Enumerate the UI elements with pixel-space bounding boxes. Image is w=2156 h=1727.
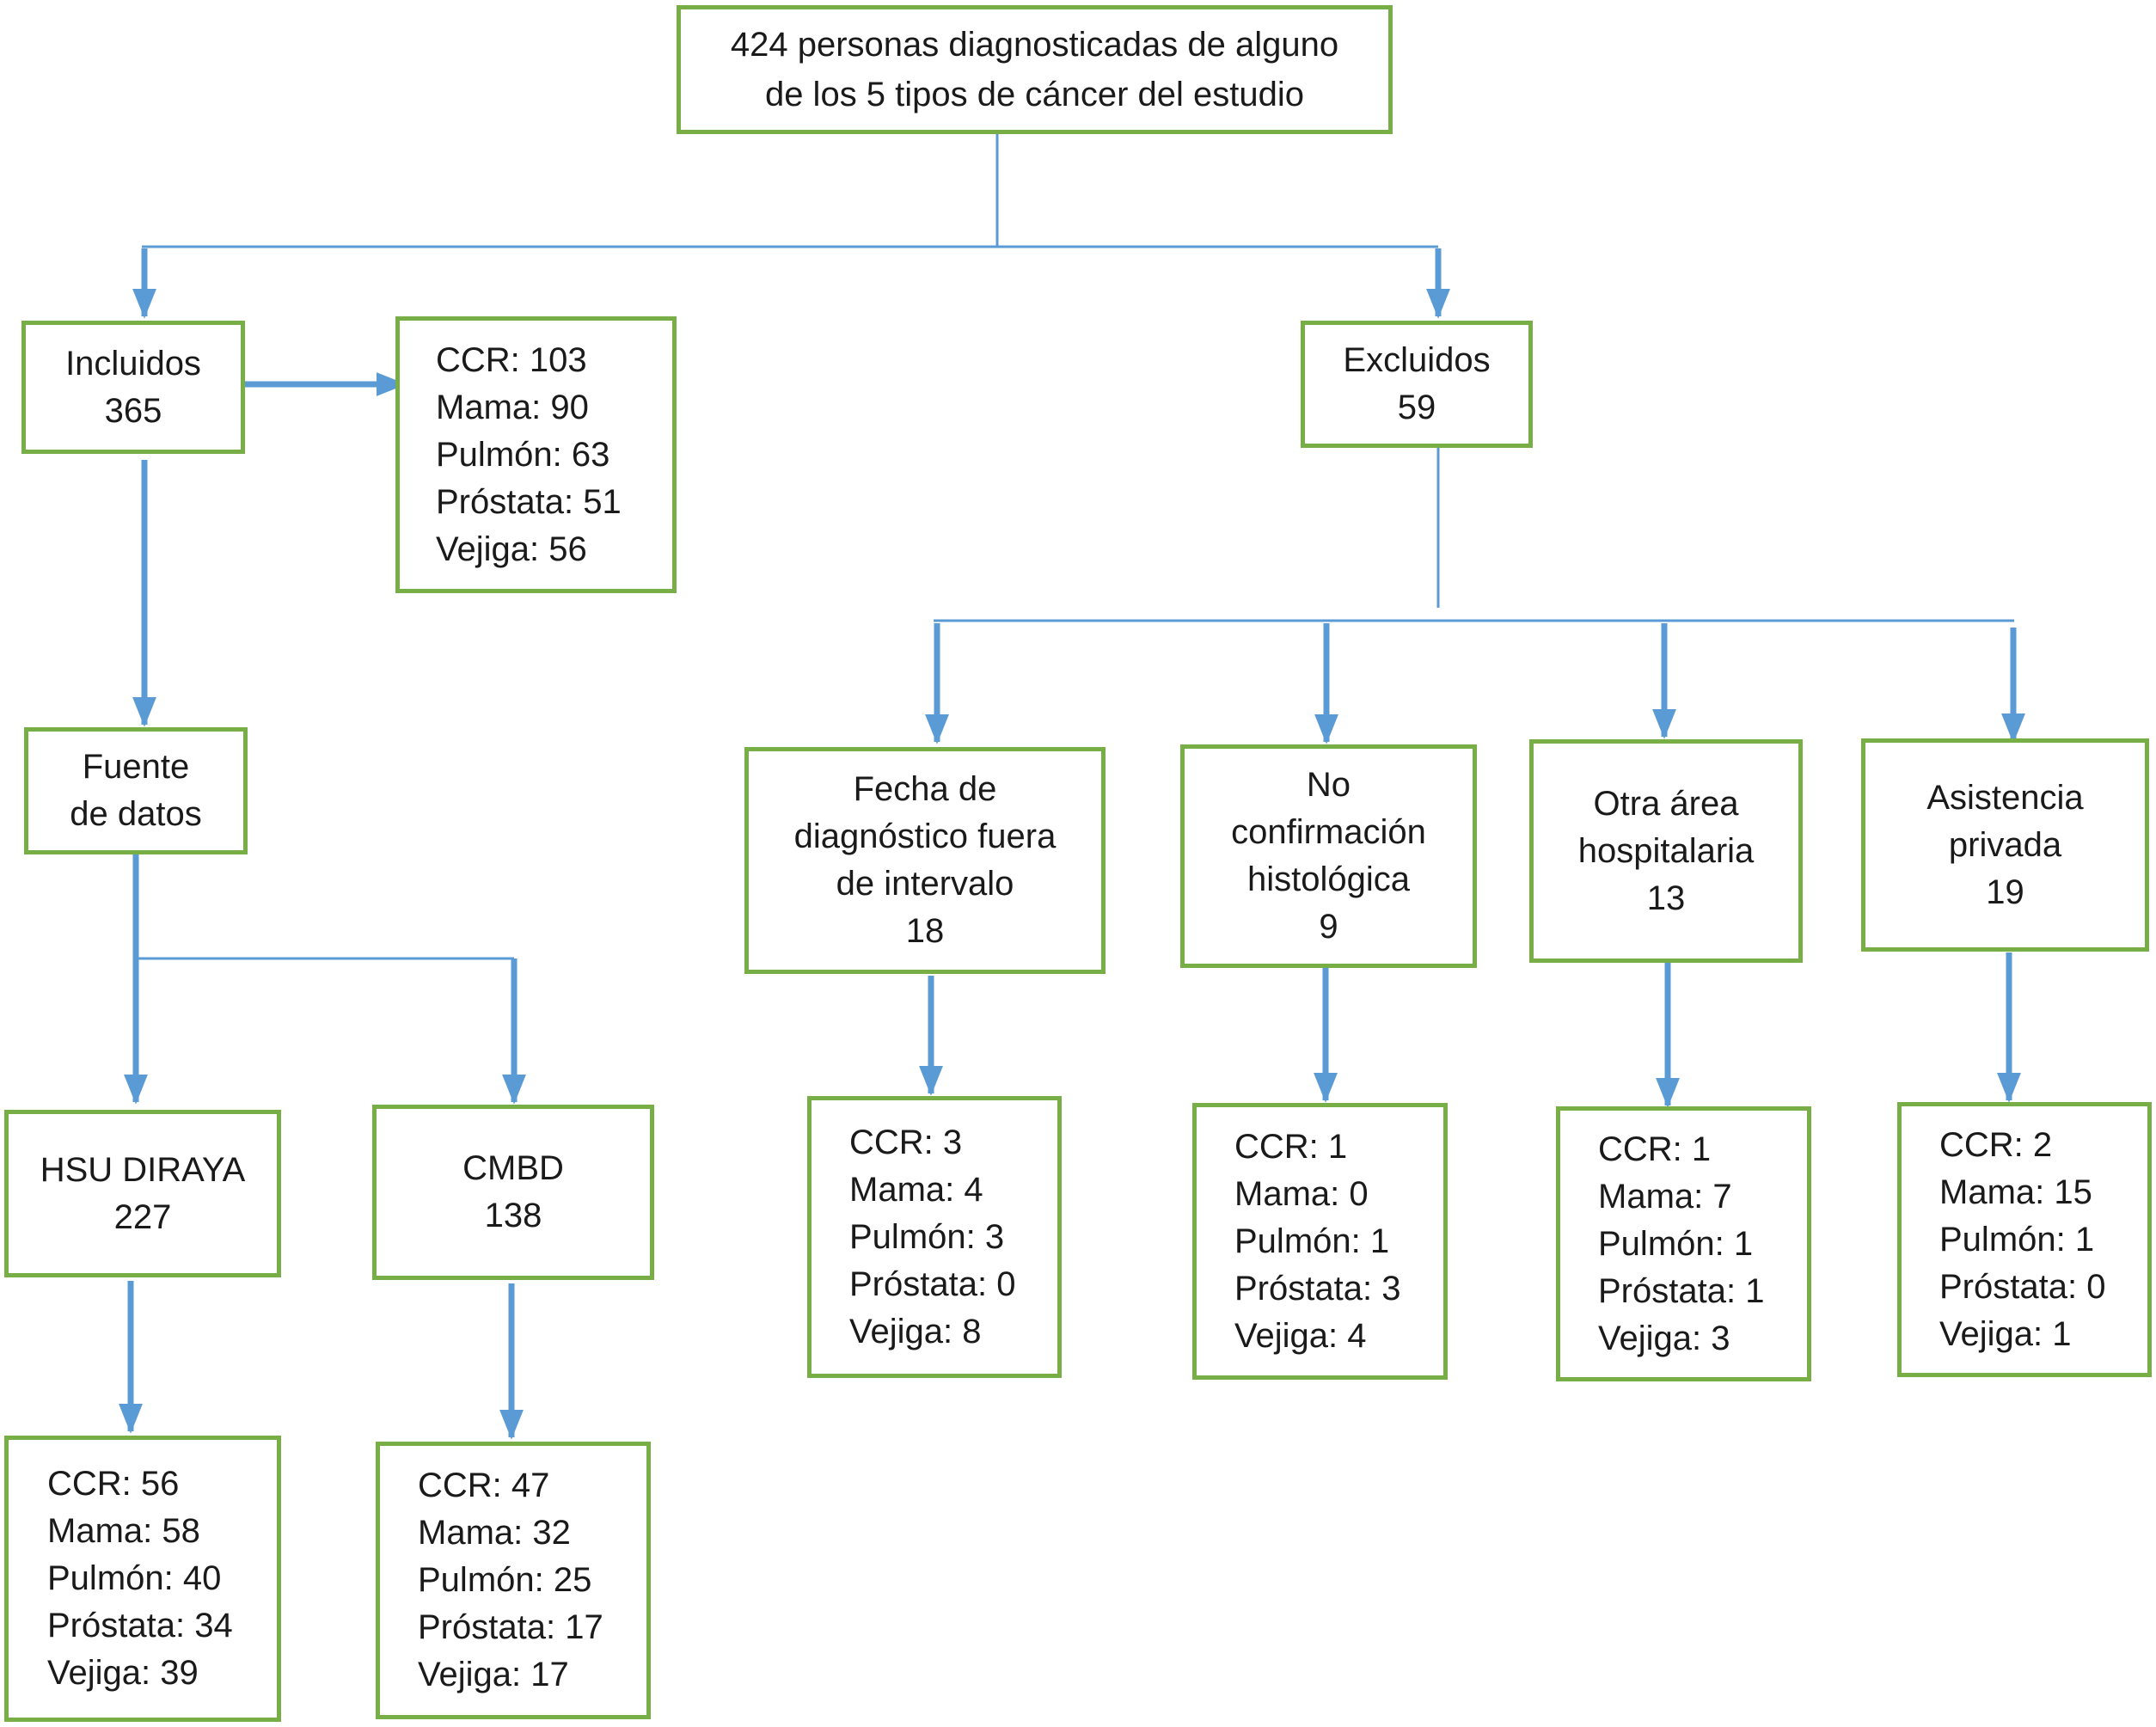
hsu-breakdown-mama: Mama: 58 — [47, 1512, 200, 1550]
cmbd-breakdown-pulmon: Pulmón: 25 — [418, 1561, 592, 1599]
fecha-breakdown-ccr: CCR: 3 — [849, 1123, 963, 1161]
privada-breakdown-prostata: Próstata: 0 — [1939, 1267, 2106, 1306]
hsu-diraya-box: HSU DIRAYA 227 — [4, 1110, 281, 1277]
incluidos-label: Incluidos — [65, 344, 201, 383]
incluidos-breakdown-mama: Mama: 90 — [436, 388, 589, 426]
incluidos-breakdown-ccr: CCR: 103 — [436, 340, 587, 379]
fuente-line-2: de datos — [70, 795, 202, 833]
excluidos-label: Excluidos — [1343, 341, 1491, 379]
hsu-breakdown-vejiga: Vejiga: 39 — [47, 1654, 199, 1692]
otra-line-1: Otra área — [1593, 784, 1739, 823]
noconf-count: 9 — [1319, 908, 1338, 946]
total-patients-line-2: de los 5 tipos de cáncer del estudio — [764, 76, 1305, 113]
fuente-line-1: Fuente — [82, 748, 190, 786]
fecha-line-1: Fecha de — [853, 770, 997, 808]
fecha-breakdown-prostata: Próstata: 0 — [849, 1265, 1016, 1303]
privada-breakdown-pulmon: Pulmón: 1 — [1939, 1220, 2095, 1259]
hsu-label: HSU DIRAYA — [40, 1150, 246, 1189]
noconf-breakdown-vejiga: Vejiga: 4 — [1234, 1316, 1367, 1355]
privada-breakdown-mama: Mama: 15 — [1939, 1173, 2092, 1211]
fecha-breakdown-vejiga: Vejiga: 8 — [849, 1312, 982, 1350]
noconf-breakdown-pulmon: Pulmón: 1 — [1234, 1222, 1390, 1260]
otra-breakdown-vejiga: Vejiga: 3 — [1598, 1319, 1730, 1357]
cmbd-breakdown-vejiga: Vejiga: 17 — [418, 1656, 569, 1693]
total-patients-box: 424 personas diagnosticadas de alguno de… — [677, 5, 1393, 134]
privada-line-2: privada — [1948, 825, 2062, 864]
incluidos-breakdown-pulmon: Pulmón: 63 — [436, 435, 610, 474]
hsu-breakdown-prostata: Próstata: 34 — [47, 1607, 233, 1644]
privada-count: 19 — [1986, 873, 2024, 911]
noconf-breakdown-box: CCR: 1 Mama: 0 Pulmón: 1 Próstata: 3 Vej… — [1192, 1103, 1448, 1380]
incluidos-box: Incluidos 365 — [21, 321, 245, 454]
cmbd-breakdown-box: CCR: 47 Mama: 32 Pulmón: 25 Próstata: 17… — [376, 1442, 651, 1719]
fecha-line-2: diagnóstico fuera — [793, 818, 1057, 855]
otra-count: 13 — [1646, 879, 1686, 917]
otra-area-box: Otra área hospitalaria 13 — [1529, 739, 1803, 963]
noconf-breakdown-mama: Mama: 0 — [1234, 1174, 1369, 1213]
cmbd-count: 138 — [484, 1197, 542, 1234]
incluidos-count: 365 — [104, 391, 162, 430]
privada-breakdown-box: CCR: 2 Mama: 15 Pulmón: 1 Próstata: 0 Ve… — [1897, 1102, 2152, 1377]
incluidos-breakdown-box: CCR: 103 Mama: 90 Pulmón: 63 Próstata: 5… — [395, 316, 677, 593]
fecha-fuera-intervalo-box: Fecha de diagnóstico fuera de intervalo … — [744, 747, 1106, 974]
incluidos-breakdown-prostata: Próstata: 51 — [436, 482, 622, 521]
excluidos-count: 59 — [1397, 389, 1436, 426]
noconf-line-2: confirmación — [1231, 813, 1426, 851]
privada-line-1: Asistencia — [1926, 778, 2084, 817]
noconf-line-1: No — [1306, 766, 1351, 804]
cmbd-box: CMBD 138 — [372, 1105, 654, 1280]
noconf-line-3: histológica — [1246, 860, 1410, 898]
fuente-de-datos-box: Fuente de datos — [24, 727, 248, 854]
cmbd-breakdown-prostata: Próstata: 17 — [418, 1608, 603, 1646]
otra-line-2: hospitalaria — [1577, 831, 1755, 870]
cmbd-breakdown-mama: Mama: 32 — [418, 1514, 571, 1552]
cmbd-label: CMBD — [462, 1149, 564, 1187]
privada-breakdown-ccr: CCR: 2 — [1939, 1125, 2053, 1164]
no-confirmacion-box: No confirmación histológica 9 — [1180, 744, 1477, 968]
fecha-breakdown-mama: Mama: 4 — [849, 1170, 983, 1209]
fecha-breakdown-pulmon: Pulmón: 3 — [849, 1217, 1005, 1256]
fecha-breakdown-box: CCR: 3 Mama: 4 Pulmón: 3 Próstata: 0 Vej… — [807, 1096, 1062, 1378]
incluidos-breakdown-vejiga: Vejiga: 56 — [436, 530, 587, 568]
hsu-breakdown-pulmon: Pulmón: 40 — [47, 1559, 222, 1597]
otra-breakdown-pulmon: Pulmón: 1 — [1598, 1224, 1754, 1263]
noconf-breakdown-ccr: CCR: 1 — [1234, 1127, 1348, 1166]
otra-breakdown-box: CCR: 1 Mama: 7 Pulmón: 1 Próstata: 1 Vej… — [1556, 1106, 1811, 1381]
excluidos-box: Excluidos 59 — [1301, 321, 1533, 448]
otra-breakdown-prostata: Próstata: 1 — [1598, 1271, 1765, 1310]
hsu-breakdown-box: CCR: 56 Mama: 58 Pulmón: 40 Próstata: 34… — [4, 1436, 281, 1722]
noconf-breakdown-prostata: Próstata: 3 — [1234, 1269, 1401, 1307]
fecha-line-3: de intervalo — [836, 865, 1014, 903]
cmbd-breakdown-ccr: CCR: 47 — [418, 1467, 550, 1504]
otra-breakdown-ccr: CCR: 1 — [1598, 1130, 1712, 1168]
fecha-count: 18 — [905, 912, 945, 950]
otra-breakdown-mama: Mama: 7 — [1598, 1177, 1732, 1216]
privada-breakdown-vejiga: Vejiga: 1 — [1939, 1314, 2072, 1353]
hsu-breakdown-ccr: CCR: 56 — [47, 1465, 180, 1503]
total-patients-line-1: 424 personas diagnosticadas de alguno — [730, 26, 1339, 64]
asistencia-privada-box: Asistencia privada 19 — [1861, 738, 2149, 952]
hsu-count: 227 — [113, 1197, 172, 1236]
